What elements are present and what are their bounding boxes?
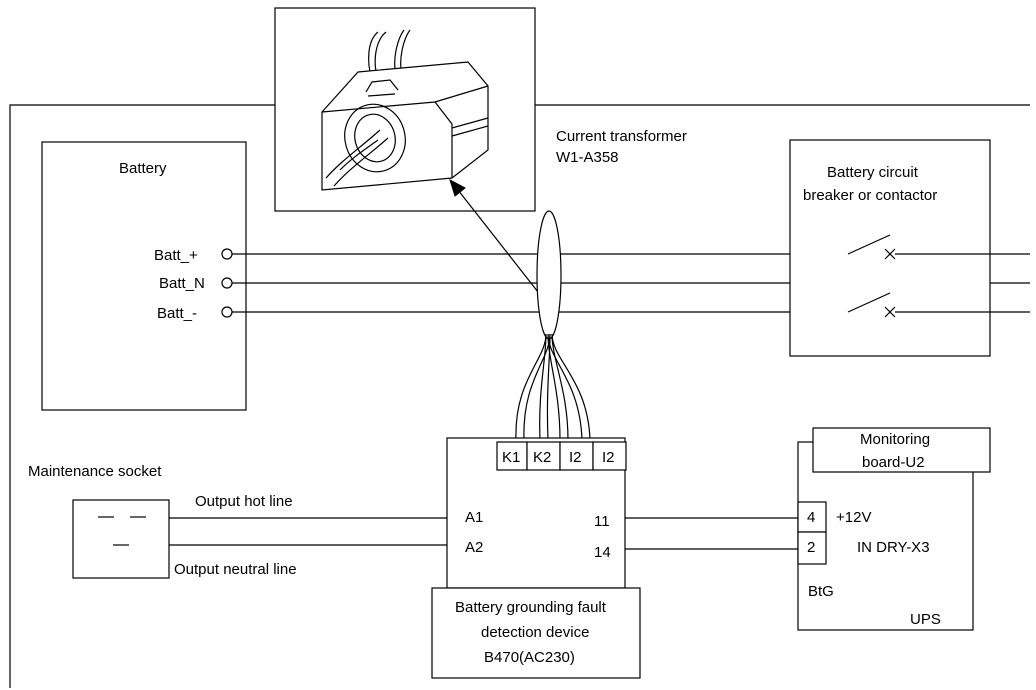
battery-title: Battery xyxy=(119,160,167,177)
terminal-batt-plus xyxy=(221,248,233,260)
connector-label: IN DRY-X3 xyxy=(857,539,930,556)
monitoring-board xyxy=(812,427,991,473)
terminal-label-batt-plus: Batt_+ xyxy=(154,247,198,264)
terminal-box-k2 xyxy=(526,441,561,471)
enclosure-outline xyxy=(9,104,1030,688)
detection-device-label-line3: B470(AC230) xyxy=(484,649,575,666)
pin-label-4: 4 xyxy=(807,509,815,526)
detection-device-label-line1: Battery grounding fault xyxy=(455,599,607,616)
maintenance-socket-label: Maintenance socket xyxy=(28,463,162,480)
terminal-label-a2: A2 xyxy=(465,539,483,556)
terminal-label-a1: A1 xyxy=(465,509,483,526)
current-transformer-label-line2: W1-A358 xyxy=(556,149,619,166)
detection-device: K1 K2 I2 I2 A1 A2 11 14 xyxy=(446,437,627,589)
breaker-switch-plus xyxy=(847,234,891,255)
breaker-label-line2: breaker or contactor xyxy=(803,187,937,204)
terminal-batt-n xyxy=(221,277,233,289)
terminal-batt-minus xyxy=(221,306,233,318)
terminal-label-11: 11 xyxy=(594,513,610,530)
terminal-label-k2: K2 xyxy=(533,449,551,466)
pin-label-2: 2 xyxy=(807,539,815,556)
breaker-contact-minus xyxy=(884,306,896,318)
breaker-label-line1: Battery circuit xyxy=(827,164,919,181)
current-transformer-picture xyxy=(274,7,536,212)
battery-box: Battery Batt_+ Batt_N Batt_- xyxy=(41,141,247,411)
breaker-contact-plus xyxy=(884,248,896,260)
terminal-label-i2a: I2 xyxy=(569,449,582,466)
pin4-signal-label: +12V xyxy=(836,509,871,526)
ups-label: UPS xyxy=(910,611,941,628)
terminal-label-batt-minus: Batt_- xyxy=(157,305,197,322)
terminal-box-k1 xyxy=(496,441,528,471)
ups-box: Monitoring board-U2 4 2 +12V IN DRY-X3 B… xyxy=(797,427,991,631)
btg-label: BtG xyxy=(808,583,834,600)
monitoring-board-line2: board-U2 xyxy=(862,454,925,471)
pin-box-2 xyxy=(797,531,827,565)
detection-device-label-line2: detection device xyxy=(481,624,589,641)
breaker-switch-minus xyxy=(847,292,891,313)
output-hot-line-label: Output hot line xyxy=(195,493,293,510)
maintenance-socket: Maintenance socket xyxy=(28,463,170,579)
terminal-label-i2b: I2 xyxy=(602,449,615,466)
terminal-label-k1: K1 xyxy=(502,449,520,466)
monitoring-board-line1: Monitoring xyxy=(860,431,930,448)
terminal-label-batt-n: Batt_N xyxy=(159,275,205,292)
breaker-box: Battery circuit breaker or contactor xyxy=(789,139,1030,357)
terminal-label-14: 14 xyxy=(594,544,611,561)
output-neutral-line-label: Output neutral line xyxy=(174,561,297,578)
transformer-arrow xyxy=(449,178,539,293)
terminal-box-i2b xyxy=(592,441,627,471)
pin-box-4 xyxy=(797,501,827,533)
detection-device-label-box xyxy=(431,587,641,679)
transformer-cable-loop xyxy=(515,210,591,441)
current-transformer-label-line1: Current transformer xyxy=(556,128,687,145)
